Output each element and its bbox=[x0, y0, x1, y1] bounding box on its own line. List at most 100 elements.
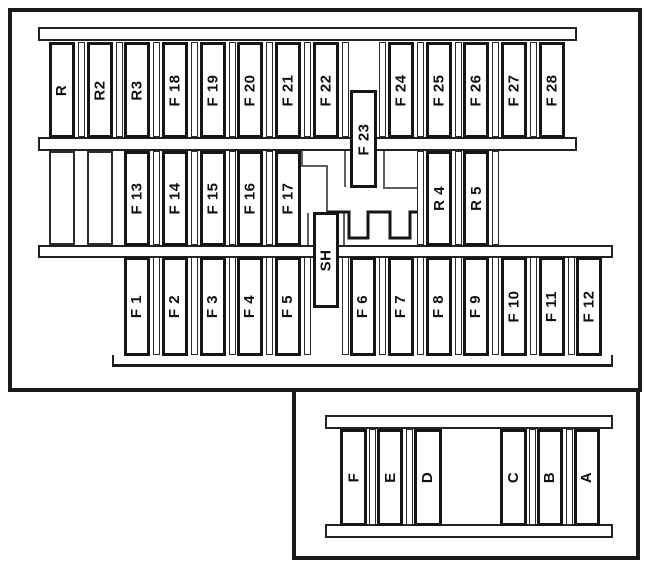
empty-slot bbox=[492, 257, 499, 355]
fuse-label: F 23 bbox=[355, 122, 373, 156]
fuse-f1: F 1 bbox=[124, 257, 150, 356]
empty-slot bbox=[266, 257, 273, 355]
fuse-label: F 20 bbox=[241, 73, 259, 107]
fuse-label: F 12 bbox=[580, 290, 598, 323]
empty-fuse-slot bbox=[49, 151, 75, 245]
empty-slot bbox=[153, 151, 160, 245]
bottom-bracket bbox=[112, 355, 613, 367]
fuse-label: F 24 bbox=[392, 73, 410, 107]
empty-slot bbox=[566, 429, 573, 525]
fuse-f27: F 27 bbox=[501, 42, 527, 138]
empty-slot bbox=[492, 151, 499, 245]
fuse-label: R2 bbox=[91, 79, 109, 101]
fuse-sh: SH bbox=[313, 212, 339, 308]
fuse-label: F 21 bbox=[279, 73, 297, 107]
fuse-label: F 6 bbox=[354, 294, 372, 319]
fuse-label: F 15 bbox=[204, 182, 222, 215]
fuse-label: SH bbox=[317, 249, 335, 271]
empty-slot bbox=[153, 257, 160, 355]
fuse-label: F bbox=[344, 472, 362, 483]
fuse-label: F 14 bbox=[166, 182, 184, 215]
fuse-label: F 5 bbox=[279, 294, 297, 319]
fuse-f28: F 28 bbox=[539, 42, 565, 138]
fuse-label: F 17 bbox=[279, 182, 297, 215]
fuse-label: F 8 bbox=[430, 294, 448, 319]
empty-slot bbox=[153, 42, 160, 137]
fuse-label: F 9 bbox=[467, 294, 485, 319]
empty-slot bbox=[191, 151, 198, 245]
fuse-label: F 18 bbox=[166, 73, 184, 107]
fuse-label: C bbox=[505, 471, 522, 484]
aux-bus-bar-bottom bbox=[325, 524, 613, 538]
fuse-a-aux: A bbox=[574, 429, 600, 526]
fuse-r2: R2 bbox=[87, 42, 113, 138]
fuse-f24: F 24 bbox=[388, 42, 414, 138]
fuse-f21: F 21 bbox=[275, 42, 301, 138]
fuse-label: F 2 bbox=[166, 294, 184, 319]
empty-slot bbox=[116, 42, 123, 137]
empty-slot bbox=[304, 42, 311, 137]
empty-slot bbox=[530, 257, 537, 355]
empty-slot bbox=[266, 151, 273, 245]
empty-slot bbox=[379, 257, 386, 355]
fuse-f16: F 16 bbox=[237, 151, 263, 246]
fuse-label: F 19 bbox=[204, 73, 222, 107]
fuse-label: F 28 bbox=[543, 73, 561, 107]
bus-bar-top bbox=[38, 27, 577, 41]
fuse-b-aux: B bbox=[537, 429, 563, 526]
bus-bar-middle bbox=[38, 137, 577, 151]
fuse-label: F 10 bbox=[505, 290, 523, 323]
fuse-f3: F 3 bbox=[200, 257, 226, 356]
fuse-label: F 11 bbox=[543, 290, 561, 323]
fuse-label: E bbox=[381, 472, 399, 483]
empty-slot bbox=[229, 42, 236, 137]
fuse-label: F 26 bbox=[467, 73, 485, 107]
fuse-label: F 3 bbox=[204, 294, 222, 319]
empty-slot bbox=[455, 257, 462, 355]
fuse-f5: F 5 bbox=[275, 257, 301, 356]
empty-slot bbox=[492, 42, 499, 137]
fuse-f4: F 4 bbox=[237, 257, 263, 356]
empty-slot bbox=[406, 429, 413, 525]
fuse-label: B bbox=[541, 471, 559, 484]
fuse-label: D bbox=[419, 471, 437, 484]
aux-bus-bar-top bbox=[325, 415, 613, 429]
fuse-f14: F 14 bbox=[162, 151, 188, 246]
fuse-label: F 13 bbox=[128, 182, 146, 215]
empty-slot bbox=[455, 151, 462, 245]
empty-slot bbox=[78, 42, 85, 137]
empty-fuse-slot bbox=[87, 151, 113, 245]
fuse-label: F 25 bbox=[430, 73, 448, 107]
empty-slot bbox=[417, 151, 424, 245]
fuse-f6: F 6 bbox=[350, 257, 376, 356]
fuse-f13: F 13 bbox=[124, 151, 150, 246]
fuse-f26: F 26 bbox=[463, 42, 489, 138]
fuse-f20: F 20 bbox=[237, 42, 263, 138]
fuse-label: F 22 bbox=[317, 73, 335, 107]
fuse-label: F 1 bbox=[128, 294, 146, 319]
fuse-label: F 4 bbox=[241, 294, 259, 319]
fuse-c-aux: C bbox=[500, 429, 527, 526]
empty-slot bbox=[455, 42, 462, 137]
empty-slot bbox=[529, 429, 536, 525]
empty-slot bbox=[342, 42, 349, 137]
fuse-label: F 27 bbox=[505, 73, 523, 107]
fuse-label: A bbox=[578, 471, 596, 484]
empty-slot bbox=[229, 257, 236, 355]
fuse-label: F 7 bbox=[392, 294, 410, 319]
empty-slot bbox=[568, 257, 575, 355]
empty-slot bbox=[229, 151, 236, 245]
fuse-f7: F 7 bbox=[388, 257, 414, 356]
empty-slot bbox=[304, 257, 311, 355]
empty-slot bbox=[266, 42, 273, 137]
fuse-r: R bbox=[49, 42, 75, 138]
relay-r5: R 5 bbox=[463, 151, 489, 246]
fuse-f22: F 22 bbox=[313, 42, 339, 138]
empty-slot bbox=[369, 429, 376, 525]
fuse-label: R bbox=[53, 84, 71, 96]
empty-slot bbox=[530, 42, 537, 137]
fuse-label: R 5 bbox=[467, 186, 485, 211]
fuse-f2: F 2 bbox=[162, 257, 188, 356]
fuse-label: F 16 bbox=[241, 182, 259, 215]
